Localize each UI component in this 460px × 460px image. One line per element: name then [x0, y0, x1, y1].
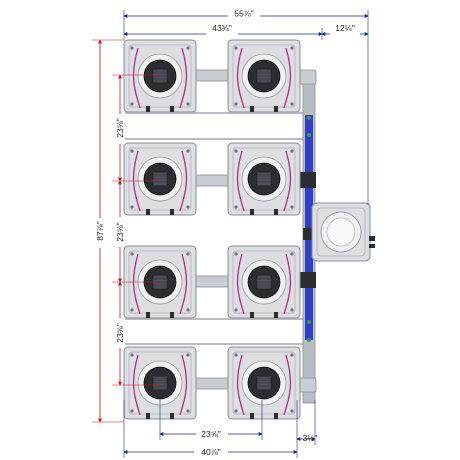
pods-width-label: 43¾" [212, 23, 232, 33]
tubing-icon [236, 354, 245, 416]
tubing-icon [132, 253, 141, 315]
row-pitch-label-1: 23⅝" [115, 118, 125, 138]
plumbing [125, 69, 317, 404]
tubing-icon [179, 150, 188, 212]
brain-width-label: 12¼" [335, 23, 355, 33]
overall-width-label: 55⅞" [234, 9, 254, 19]
grow-pod-icon [227, 245, 301, 319]
feed-lines [125, 112, 308, 345]
drain-pipe-icon [295, 69, 317, 404]
tubing-icon [179, 354, 188, 416]
base-width-label: 40⅞" [201, 447, 221, 457]
grow-pod-icon [123, 39, 197, 113]
row-pitch-label-3: 23⅝" [115, 323, 125, 343]
connector-row-4 [189, 377, 235, 390]
tubing-icon [132, 354, 141, 416]
dimension-labels: 55⅞" 43¾" 12¼" 23⅝" 40⅞" 3½" 87⅞" 23⅝" 2… [94, 8, 360, 457]
grow-pods [123, 39, 301, 420]
grow-pod-icon [227, 346, 301, 420]
grow-pod-icon [123, 142, 197, 216]
connector-row-2 [189, 174, 235, 187]
row-pitch-label-2: 23⅝" [115, 222, 125, 242]
tubing-icon [283, 150, 292, 212]
tubing-icon [283, 354, 292, 416]
tubing-icon [132, 47, 141, 109]
tubing-icon [132, 150, 141, 212]
tubing-icon [283, 253, 292, 315]
tubing-icon [236, 47, 245, 109]
connector-row-3 [189, 275, 235, 288]
brain-bucket-icon [311, 202, 375, 262]
tubing-icon [179, 47, 188, 109]
connector-row-1 [189, 69, 235, 82]
grow-pod-icon [123, 346, 197, 420]
spacing-label: 23⅝" [201, 429, 221, 439]
tubing-icon [283, 47, 292, 109]
pod-connectors [189, 69, 235, 390]
tubing-icon [236, 150, 245, 212]
tubing-icon [179, 253, 188, 315]
grow-pod-icon [227, 142, 301, 216]
overall-height-label: 87⅞" [95, 221, 105, 241]
tubing-icon [236, 253, 245, 315]
offset-label: 3½" [303, 433, 318, 443]
grow-pod-icon [227, 39, 301, 113]
